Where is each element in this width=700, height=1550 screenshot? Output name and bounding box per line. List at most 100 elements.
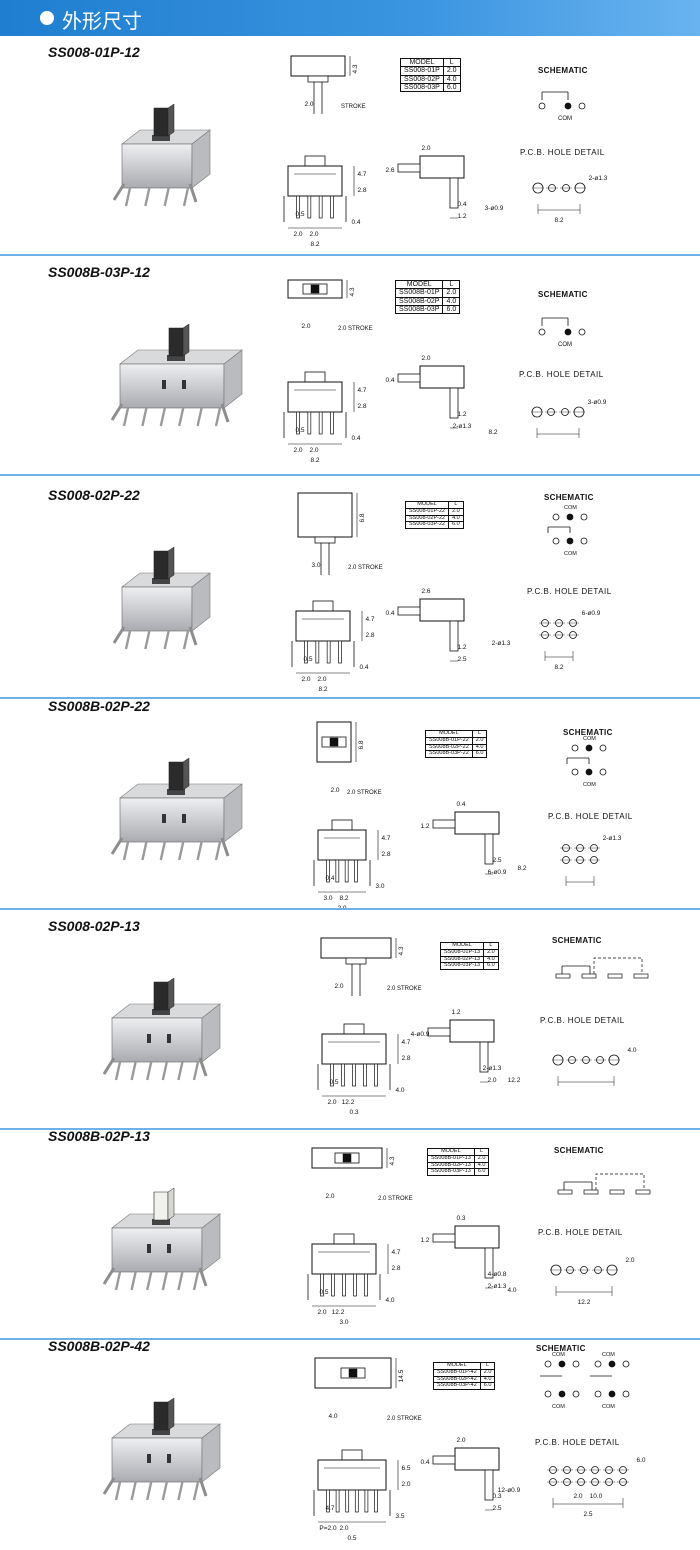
stroke-label: 2.0 STROKE	[387, 1416, 422, 1422]
dimension-label: 2.0	[309, 447, 318, 454]
side-view-drawing	[427, 1019, 495, 1083]
dimension-label: 8.2	[554, 664, 563, 671]
pcb-hole-drawing	[539, 619, 579, 661]
top-view-drawing: 4.3	[287, 279, 356, 299]
schematic-label: SCHEMATIC	[536, 1344, 586, 1353]
table-cell-model: SS008B-01P	[394, 288, 444, 298]
dimension-label: 8.2	[554, 217, 563, 224]
dimension-label: 2.0	[301, 323, 310, 330]
dimension-label: 4.7	[357, 387, 366, 394]
dimension-label: 2.0	[330, 787, 339, 794]
dimension-label: 12.2	[332, 1309, 345, 1316]
schematic-label: SCHEMATIC	[554, 1146, 604, 1155]
table-cell-model: SS008B-02P-42	[433, 1375, 481, 1384]
schematic-drawing: COM	[538, 317, 586, 348]
table-cell-l: 2.0	[442, 66, 461, 76]
dimension-label: 6-ø0.9	[582, 610, 601, 617]
dimension-label: 2.5	[583, 1511, 592, 1518]
dimension-label: 8.2	[318, 686, 327, 693]
pcb-hole-detail-label: P.C.B. HOLE DETAIL	[535, 1438, 620, 1447]
com-label: COM	[558, 342, 572, 348]
dimension-label: 3-ø0.9	[588, 399, 607, 406]
switch-photo	[110, 757, 243, 861]
pcb-hole-drawing	[547, 1466, 629, 1508]
front-view-drawing	[313, 1449, 399, 1523]
table-cell-l: 6.0	[471, 750, 488, 759]
bullet-icon	[40, 11, 54, 25]
table-cell-l: 4.0	[473, 1161, 490, 1170]
dimension-label: 1.2	[420, 823, 429, 830]
table-cell-model: SS008-03P-13	[439, 962, 485, 971]
com-label: COM	[564, 551, 577, 557]
pcb-hole-detail-label: P.C.B. HOLE DETAIL	[548, 812, 633, 821]
schematic-label: SCHEMATIC	[538, 290, 588, 299]
dimension-label: 8.2	[310, 457, 319, 464]
table-cell-l: 6.0	[479, 1382, 496, 1391]
table-cell-l: 4.0	[442, 74, 461, 85]
dimension-label: 0.5	[329, 1079, 338, 1086]
front-view-drawing	[313, 819, 379, 893]
dimension-label: 0.5	[295, 427, 304, 434]
dimension-label: 2.0	[421, 355, 430, 362]
dimension-label: 2-ø1.3	[603, 835, 622, 842]
dimension-label: 2.0	[487, 1077, 496, 1084]
dimension-label: 4.0	[627, 1047, 636, 1054]
dimension-label: 6.8	[358, 740, 365, 749]
dimension-label: 2.0	[301, 676, 310, 683]
top-view-drawing: 6.8	[297, 492, 366, 575]
dimension-label: 8.2	[310, 241, 319, 248]
com-label: COM	[558, 116, 572, 122]
table-cell-l: 2.0	[479, 1368, 496, 1377]
dimension-label: 2.8	[391, 1265, 400, 1272]
dimension-label: 0.4	[456, 801, 465, 808]
dimension-label: 0.4	[325, 875, 334, 882]
com-label: COM	[602, 1404, 615, 1410]
dimension-label: 12.2	[578, 1299, 591, 1306]
dimension-label: 2.0	[401, 1481, 410, 1488]
side-view-drawing	[432, 1447, 500, 1511]
schematic-label: SCHEMATIC	[552, 936, 602, 945]
dimension-label: 4.7	[381, 835, 390, 842]
dimension-label: 6.5	[401, 1465, 410, 1472]
dimension-label: 4.7	[357, 171, 366, 178]
front-view-drawing	[307, 1233, 389, 1307]
dimension-label: 2.0	[325, 1193, 334, 1200]
model-name: SS008B-02P-13	[48, 1128, 150, 1144]
com-label: COM	[552, 1404, 565, 1410]
table-cell-l: 2.0	[442, 288, 461, 298]
dimension-label: 1.2	[457, 213, 466, 220]
dimension-label: 2.0	[421, 145, 430, 152]
pcb-hole-detail-label: P.C.B. HOLE DETAIL	[520, 148, 605, 157]
dimension-label: 4.7	[365, 616, 374, 623]
dimension-label: 12.2	[342, 1099, 355, 1106]
stroke-label: STROKE	[341, 104, 366, 110]
table-header-model: MODEL	[427, 1148, 475, 1156]
table-header-l: L	[479, 1362, 496, 1370]
dimension-label: 2.8	[357, 187, 366, 194]
dimension-label: 3.0	[311, 562, 320, 569]
table-header-l: L	[442, 279, 461, 290]
dimension-label: 3.0	[323, 895, 332, 902]
dimension-label: 2.8	[381, 851, 390, 858]
dimension-label: 0.4	[385, 377, 394, 384]
side-view-drawing	[432, 1225, 500, 1289]
dimension-label: 10.0	[590, 1493, 603, 1500]
dimension-label: 4.3	[352, 64, 359, 73]
switch-photo	[112, 103, 211, 207]
com-label: COM	[552, 1352, 565, 1358]
